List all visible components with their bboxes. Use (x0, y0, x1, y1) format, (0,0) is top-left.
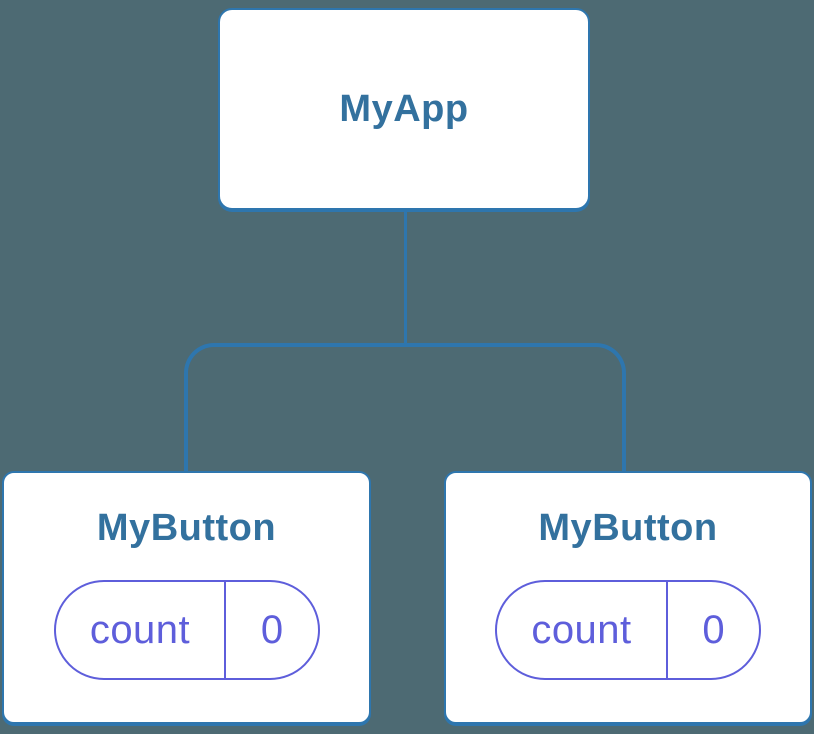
root-node-label: MyApp (339, 87, 469, 130)
root-node-myapp: MyApp (218, 8, 590, 210)
state-value: 0 (224, 582, 317, 678)
child-node-label: MyButton (538, 507, 718, 549)
child-node-label: MyButton (96, 507, 277, 549)
connector-bracket (184, 343, 626, 471)
state-pill: count 0 (495, 580, 761, 680)
state-key-label: count (531, 607, 632, 652)
state-value: 0 (665, 582, 759, 678)
state-key-label: count (89, 607, 191, 652)
connector-stem (404, 210, 407, 345)
child-node-mybutton-right: MyButton count 0 (444, 471, 812, 724)
state-pill: count 0 (53, 580, 320, 680)
child-node-mybutton-left: MyButton count 0 (2, 471, 371, 724)
